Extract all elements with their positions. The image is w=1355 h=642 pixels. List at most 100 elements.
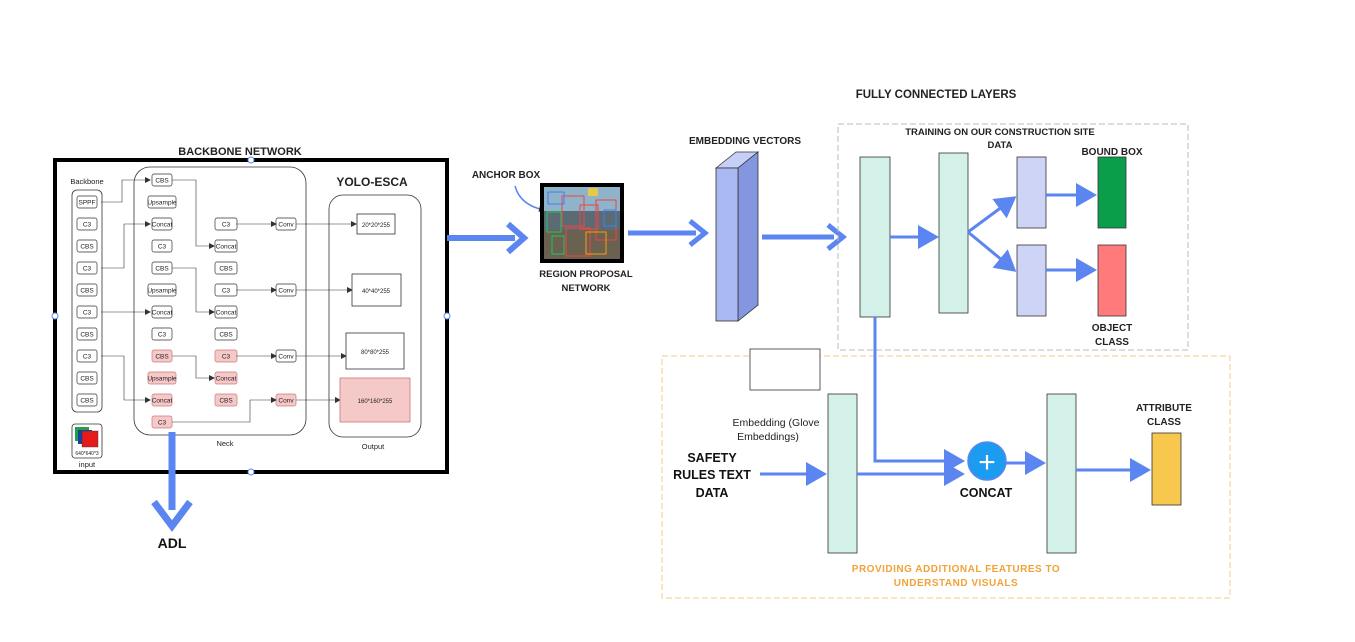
anchor-box-pointer (514, 185, 545, 212)
adl-arrow-head (151, 499, 193, 532)
output-block-80 (345, 332, 405, 370)
neck-block-label: Concat (152, 309, 173, 316)
output-label-80: 80*80*255 (361, 350, 390, 356)
neck-block-label: CBS (219, 331, 233, 338)
attribute-class-label-line1: ATTRIBUTE (1136, 403, 1192, 414)
conv-block-label: Conv (278, 221, 294, 228)
providing-features-label-line2: UNDERSTAND VISUALS (894, 578, 1018, 589)
backbone-block-label: C3 (83, 265, 92, 272)
backbone-block-label: SPPF (79, 199, 96, 206)
neck-block-label: C3 (222, 221, 231, 228)
neck-block-label: Concat (216, 375, 237, 382)
backbone-block (76, 305, 98, 319)
output-label-160: 160*160*255 (358, 399, 393, 405)
conv-block-label: Conv (278, 353, 294, 360)
neck-block-label: Concat (216, 309, 237, 316)
fc2-to-class-branch-arrow (967, 230, 1017, 272)
backbone-network-title: BACKBONE NETWORK (178, 146, 301, 158)
providing-features-label-line1: PROVIDING ADDITIONAL FEATURES TO (852, 564, 1060, 575)
fully-connected-layers-title: FULLY CONNECTED LAYERS (856, 89, 1017, 101)
training-label-line1: TRAINING ON OUR CONSTRUCTION SITE (905, 127, 1094, 138)
neck-block (214, 261, 238, 275)
fc-layer-1 (859, 156, 891, 318)
concat-plus-icon: + (978, 446, 996, 479)
conv-block-label: Conv (278, 287, 294, 294)
embedding-glove-label-line2: Embeddings) (737, 431, 799, 443)
neck-block-label: CBS (155, 177, 169, 184)
object-class-label-line2: CLASS (1095, 337, 1129, 348)
fc-section-border (837, 123, 1189, 351)
neck-block (147, 283, 177, 297)
yolo-connections (101, 177, 357, 423)
backbone-block (76, 283, 98, 297)
neck-block-label: Concat (152, 397, 173, 404)
neck-block-label: CBS (155, 353, 169, 360)
backbone-block (76, 393, 98, 407)
empty-placeholder-box (749, 348, 821, 391)
safety-rules-label-line3: DATA (696, 486, 729, 500)
rpn-to-embedding-arrow-head (688, 219, 710, 247)
output-block-160 (339, 377, 411, 423)
neck-block-label: CBS (219, 265, 233, 272)
embedding-glove-label-line1: Embedding (Glove (733, 417, 820, 429)
output-label-20: 20*20*255 (362, 223, 391, 229)
attribute-class-output (1151, 432, 1182, 506)
neck-block (151, 217, 173, 231)
neck-block (147, 195, 177, 209)
neck-block-label: C3 (158, 331, 167, 338)
neck-block-label: Upsample (147, 199, 177, 206)
neck-block (151, 239, 173, 253)
backbone-block (76, 217, 98, 231)
input-channel-red (81, 430, 99, 448)
selection-handles (51, 156, 451, 476)
backbone-block (76, 349, 98, 363)
fc-to-concat-arrow (873, 317, 965, 473)
neck-label: Neck (216, 439, 233, 448)
adl-label: ADL (158, 535, 187, 551)
input-label: input (79, 460, 96, 469)
post-concat-fc-layer (1046, 393, 1077, 554)
embedding-vector-block (714, 151, 760, 322)
fc2-to-box-branch-arrow (967, 196, 1017, 234)
neck-block-label: C3 (158, 419, 167, 426)
fc-class-branch (1016, 244, 1047, 317)
neck-block-label: Concat (152, 221, 173, 228)
output-label: Output (362, 442, 385, 451)
concat-circle (967, 441, 1007, 481)
neck-block-label: Upsample (147, 287, 177, 294)
backbone-block-label: CBS (80, 375, 94, 382)
safety-rules-label-line1: SAFETY (687, 451, 737, 465)
object-class-output (1097, 244, 1127, 317)
region-proposal-image (540, 183, 624, 263)
backbone-block (76, 261, 98, 275)
backbone-block (76, 371, 98, 385)
neck-block (214, 371, 238, 385)
neck-block-label: CBS (219, 397, 233, 404)
yolo-frame (53, 158, 449, 474)
neck-block (151, 305, 173, 319)
neck-block-label: Concat (216, 243, 237, 250)
output-label-40: 40*40*255 (362, 289, 391, 295)
conv-block-label: Conv (278, 397, 294, 404)
safety-rules-label-line2: RULES TEXT (673, 468, 751, 482)
backbone-block (76, 195, 98, 209)
backbone-group (71, 189, 103, 413)
neck-block (151, 327, 173, 341)
backbone-block-label: CBS (80, 331, 94, 338)
neck-block (214, 239, 238, 253)
training-label-line2: DATA (988, 140, 1013, 151)
embedding-to-fc-arrow-head (826, 223, 848, 251)
backbone-block-label: CBS (80, 243, 94, 250)
yolo-to-rpn-arrow-head (506, 221, 529, 255)
neck-block (147, 371, 177, 385)
neck-group (133, 166, 307, 436)
neck-column-1: CBSUpsampleConcatC3CBSUpsampleConcatC3CB… (147, 173, 177, 429)
backbone-block-label: C3 (83, 309, 92, 316)
anchor-box-label: ANCHOR BOX (472, 170, 541, 181)
rpn-label-line1: REGION PROPOSAL (539, 269, 633, 280)
